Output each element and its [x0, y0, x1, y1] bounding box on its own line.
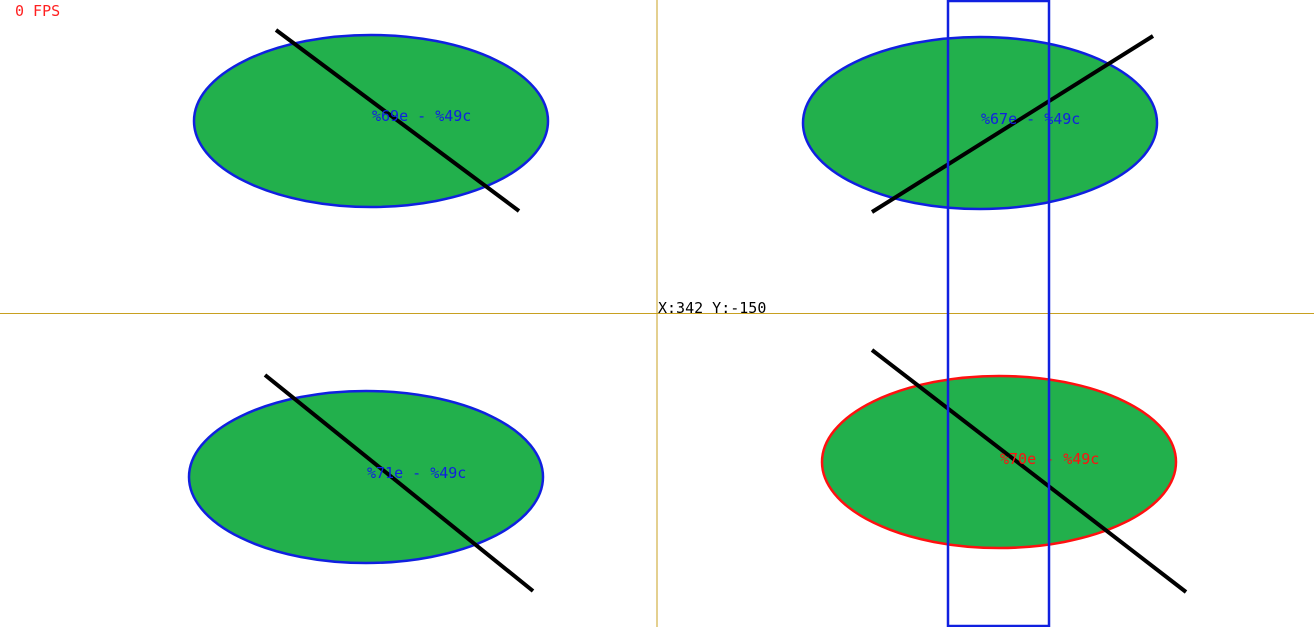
ellipse-shape[interactable]: %69e - %49c	[192, 28, 550, 213]
ellipse-body[interactable]	[187, 389, 545, 565]
diagonal-line[interactable]	[870, 34, 1155, 214]
ellipse-body[interactable]	[801, 35, 1159, 211]
cursor-coordinates: X:342 Y:-150	[658, 299, 766, 317]
diagonal-line[interactable]	[274, 28, 521, 213]
selection-rectangle[interactable]	[946, 0, 1051, 627]
ellipse-shape-selected[interactable]: %70e - %49c	[820, 348, 1188, 594]
ellipse-label: %69e - %49c	[372, 107, 471, 125]
ellipse-shape[interactable]: %71e - %49c	[187, 373, 545, 593]
ellipse-body[interactable]	[820, 374, 1178, 550]
ellipse-body[interactable]	[192, 33, 550, 209]
ellipse-label: %67e - %49c	[981, 110, 1080, 128]
ellipse-label: %71e - %49c	[367, 464, 466, 482]
diagonal-line[interactable]	[263, 373, 535, 593]
fps-counter: 0 FPS	[15, 2, 60, 20]
ellipse-shape[interactable]: %67e - %49c	[801, 34, 1159, 214]
diagonal-line[interactable]	[870, 348, 1188, 594]
